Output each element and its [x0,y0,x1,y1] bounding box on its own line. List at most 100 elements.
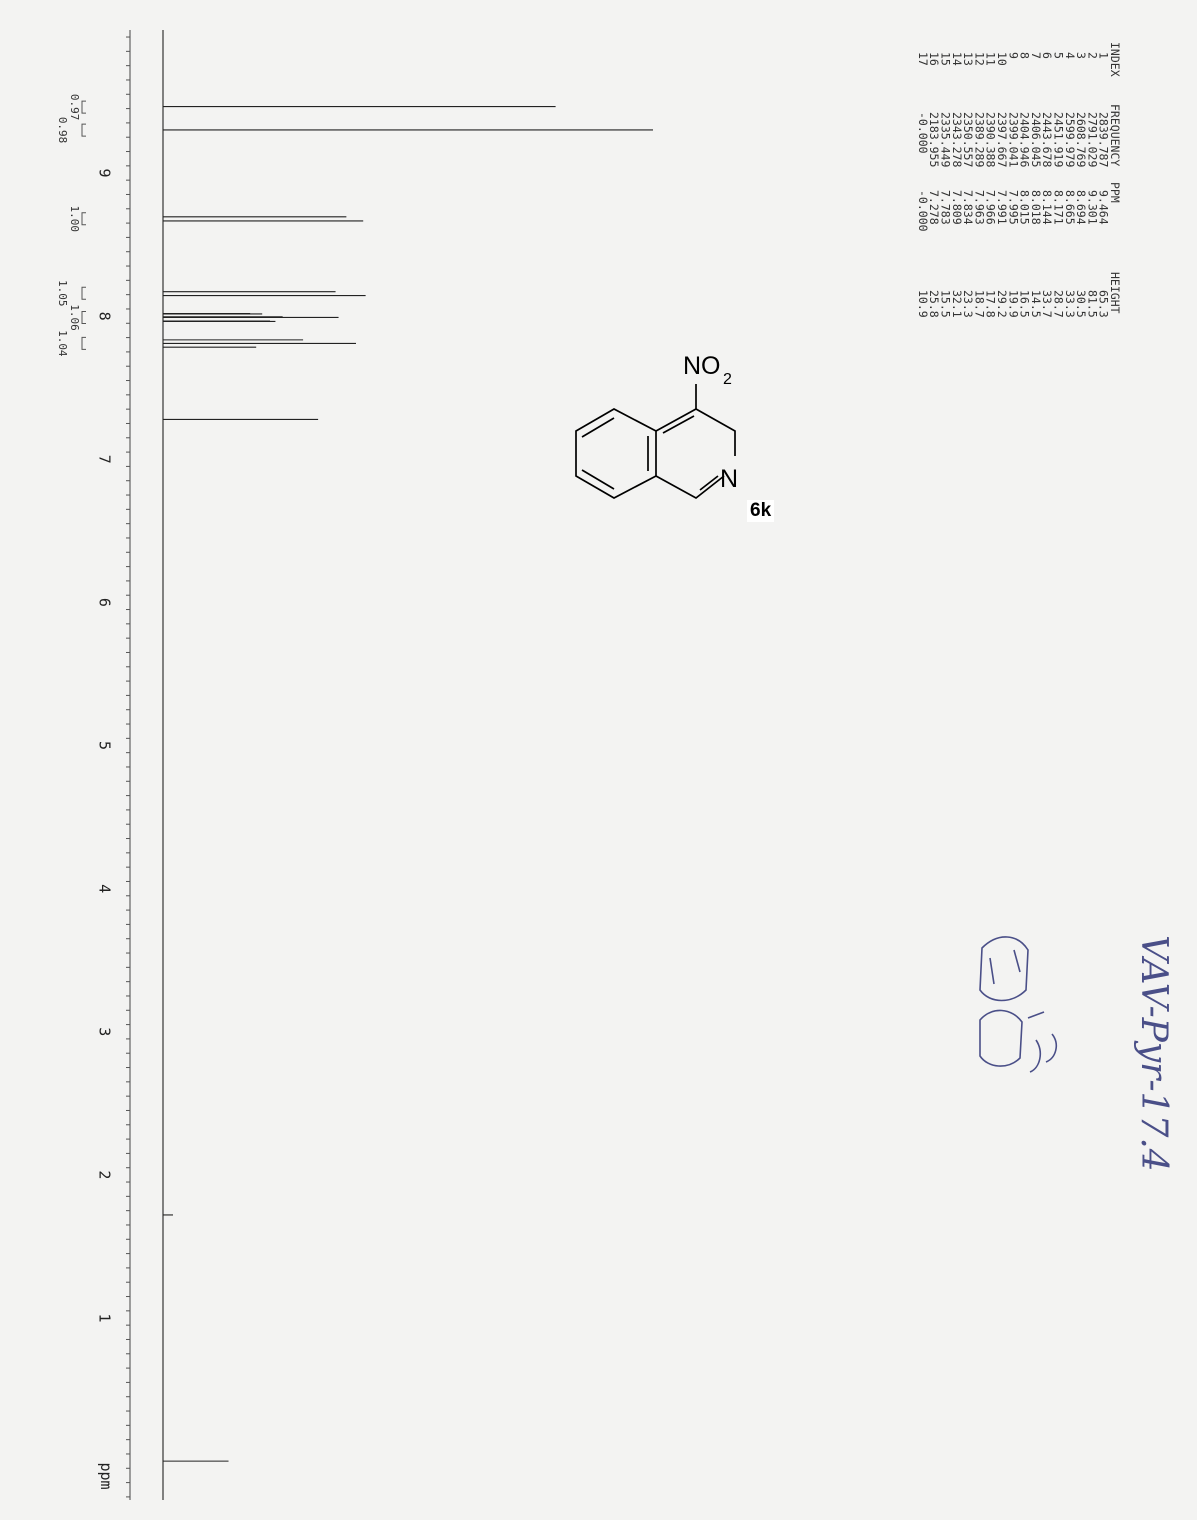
table-cell: 8.665 [1063,190,1077,225]
table-cell: 8.015 [1018,190,1032,225]
integration-bracket [81,336,86,350]
table-cell: 7.966 [984,190,998,225]
table-cell: 19.9 [1006,290,1020,318]
integration-value: 0.98 [56,117,69,144]
tick-label: 2 [96,1170,114,1179]
table-cell: 2397.667 [995,112,1009,167]
table-cell: 2399.041 [1006,112,1020,167]
table-cell: 8 [1018,52,1032,59]
integration-bracket [81,212,86,226]
handwritten-sketch [979,936,1058,1073]
table-cell: 2404.946 [1018,112,1032,167]
compound-label: 6k [747,500,775,522]
table-cell: 2599.979 [1063,112,1077,167]
integration-value: 1.04 [56,330,69,357]
benzo-ring [575,408,657,499]
table-header: INDEX [1108,42,1122,77]
table-cell: 14 [950,52,964,66]
ring-nitrogen-label: N [720,465,738,493]
table-cell: 2 [1085,52,1099,59]
tick-label: 8 [96,312,114,321]
table-cell: 8.171 [1052,190,1066,225]
table-cell: 13 [961,52,975,66]
table-cell: 2608.769 [1074,112,1088,167]
integration-labels: 0.970.981.001.051.061.04 [56,94,86,357]
table-cell: 14.5 [1029,290,1043,318]
table-cell: 2350.557 [961,112,975,167]
table-cell: 7.991 [995,190,1009,225]
table-cell: 9 [1006,52,1020,59]
table-cell: 16 [927,52,941,66]
table-cell: 33.7 [1040,290,1054,318]
table-cell: 17 [916,52,930,66]
table-header: FREQUENCY [1108,104,1122,166]
table-cell: 65.3 [1097,290,1111,318]
table-cell: 29.2 [995,290,1009,318]
table-cell: 9.464 [1097,190,1111,225]
table-cell: 2343.278 [950,112,964,167]
table-cell: 6 [1040,52,1054,59]
benzo-double-bond [581,469,615,490]
tick-label: 9 [96,168,114,177]
table-cell: 7.809 [950,190,964,225]
pyridine-double-bond [662,415,695,434]
tick-label: 7 [96,455,114,464]
handwritten-note: VAV-Pyr-17.4 [1133,935,1174,1172]
table-cell: 8.694 [1074,190,1088,225]
table-cell: 2390.388 [984,112,998,167]
table-cell: 28.7 [1052,290,1066,318]
pyridine-double-bond [699,475,719,491]
table-cell: 81.5 [1085,290,1099,318]
table-cell: 15.5 [939,290,953,318]
integration-bracket [81,123,86,137]
isoquinoline-structure [575,384,736,500]
table-cell: 2389.289 [972,112,986,167]
integration-bracket [81,100,86,114]
tick-label: 4 [96,884,114,893]
table-header: HEIGHT [1108,272,1122,314]
ppm-axis-label: ppm [97,1462,115,1489]
table-cell: 15 [939,52,953,66]
table-cell: 7.995 [1006,190,1020,225]
spectrum-peaks [163,106,653,1462]
integration-value: 1.06 [68,304,81,331]
table-cell: 2839.787 [1097,112,1111,167]
nitro-subscript: 2 [723,371,732,388]
tick-label: 6 [96,598,114,607]
table-cell: 7 [1029,52,1043,59]
peak-table: INDEX FREQUENCY PPM HEIGHT 1 2839.787 9.464 65.… [916,42,1122,318]
table-cell: 8.144 [1040,190,1054,225]
integration-value: 1.05 [56,280,69,307]
nitro-label: NO [683,352,721,380]
table-cell: -0.000 [916,112,930,154]
table-cell: 2335.449 [939,112,953,167]
table-header: PPM [1108,182,1122,203]
table-cell: 3 [1074,52,1088,59]
tick-label: 3 [96,1027,114,1036]
table-cell: 18.7 [972,290,986,318]
table-cell: 7.278 [927,190,941,225]
table-cell: 33.3 [1063,290,1077,318]
integration-bracket [81,286,86,300]
table-cell: 7.783 [939,190,953,225]
table-cell: 25.8 [927,290,941,318]
table-cell: 2791.029 [1085,112,1099,167]
table-cell: 17.8 [984,290,998,318]
tick-label: 5 [96,741,114,750]
integration-value: 0.97 [68,94,81,121]
table-cell: 23.3 [961,290,975,318]
table-cell: 1 [1097,52,1111,59]
table-cell: 4 [1063,52,1077,59]
table-cell: 12 [972,52,986,66]
table-cell: 9.301 [1085,190,1099,225]
table-cell: 32.1 [950,290,964,318]
table-cell: 30.5 [1074,290,1088,318]
table-cell: 7.963 [972,190,986,225]
table-cell: 2183.955 [927,112,941,167]
pyridine-ring [655,408,736,500]
table-cell: 2406.045 [1029,112,1043,167]
integration-bracket [81,311,86,325]
ppm-axis [129,30,164,1500]
